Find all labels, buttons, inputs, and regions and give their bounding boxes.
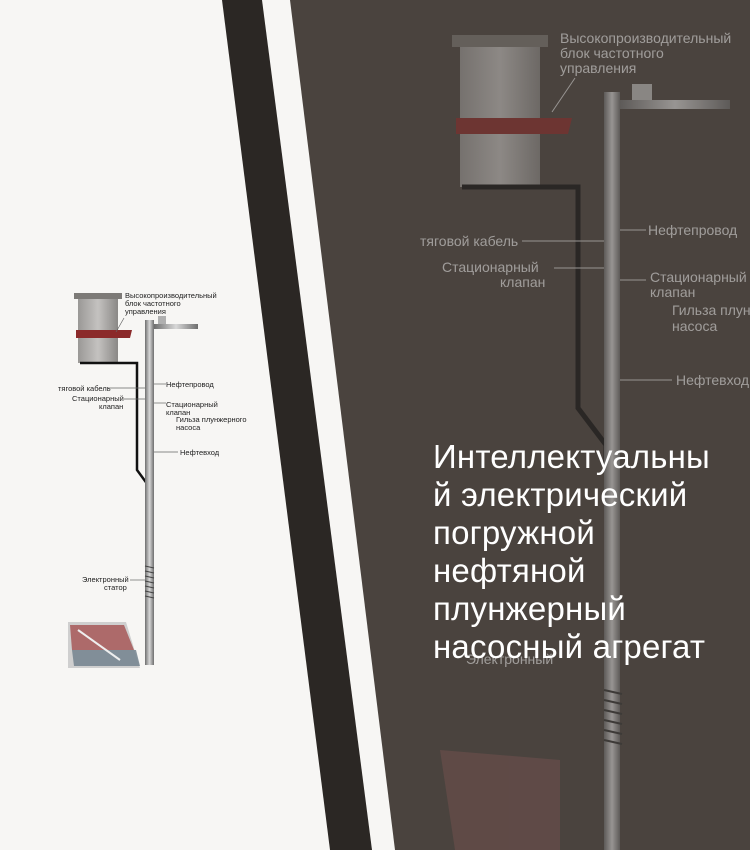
control-block-cap	[74, 293, 122, 299]
label-sleeve-2: насоса	[176, 423, 201, 432]
label-sleeve-1: Гильза плунжерного	[176, 415, 247, 424]
ghost-label-cable: тяговой кабель	[420, 233, 518, 249]
label-stator-2: статор	[104, 583, 127, 592]
ghost-label-control-1: Высокопроизводительный	[560, 30, 731, 46]
ghost-photo-inset	[440, 750, 560, 850]
diagonal-stripe	[222, 0, 372, 850]
label-valve-right-1: Стационарный	[166, 400, 218, 409]
label-valve-left-1: Стационарный	[72, 394, 124, 403]
headline: Интеллектуальны й электрический погружно…	[433, 438, 745, 666]
label-valve-left-2: клапан	[99, 402, 123, 411]
headline-line: й электрический	[433, 476, 688, 513]
small-diagram: Высокопроизводительный блок частотного у…	[58, 291, 247, 668]
ghost-label-stator-1: Электронный	[466, 651, 553, 667]
ghost-control-band	[456, 118, 572, 134]
ghost-label-sleeve-2: насоса	[672, 318, 717, 334]
ghost-leaders	[522, 77, 672, 381]
ghost-label-control-2: блок частотного	[560, 45, 664, 61]
ghost-diagram: Высокопроизводительный блок частотного у…	[420, 30, 750, 850]
ghost-label-valve-right-2: клапан	[650, 284, 695, 300]
headline-line: плунжерный	[433, 590, 627, 627]
headline-line: насосный агрегат	[433, 628, 706, 665]
tubing	[145, 320, 154, 665]
tee-pipe	[154, 324, 198, 329]
control-block-band	[76, 330, 132, 338]
ghost-control-block-cap	[452, 35, 548, 47]
ghost-label-inlet: Нефтевход	[676, 372, 749, 388]
ghost-control-block	[460, 47, 540, 187]
ghost-label-valve-left-2: клапан	[500, 274, 545, 290]
headline-line: погружной	[433, 514, 595, 551]
ghost-tee	[620, 100, 730, 109]
label-pipeline: Нефтепровод	[166, 380, 214, 389]
headline-line: Интеллектуальны	[433, 438, 710, 475]
leader-lines	[108, 317, 178, 581]
tee-cap	[158, 316, 166, 324]
dark-panel	[290, 0, 750, 850]
label-valve-right-2: клапан	[166, 408, 190, 417]
ghost-label-control-3: управления	[560, 60, 636, 76]
ghost-label-pipeline: Нефтепровод	[648, 222, 737, 238]
ghost-label-valve-left-1: Стационарный	[442, 259, 539, 275]
label-control-block-2: блок частотного	[125, 299, 181, 308]
label-cable: тяговой кабель	[58, 384, 111, 393]
label-control-block-3: управления	[125, 307, 166, 316]
ghost-tubing	[604, 92, 620, 850]
headline-line: нефтяной	[433, 552, 586, 589]
photo-inset	[68, 622, 140, 668]
ghost-label-sleeve-1: Гильза плунжерного	[672, 302, 750, 318]
label-control-block-1: Высокопроизводительный	[125, 291, 217, 300]
label-inlet: Нефтевход	[180, 448, 220, 457]
ghost-tee-cap	[632, 84, 652, 100]
ghost-stator	[603, 689, 623, 745]
label-stator-1: Электронный	[82, 575, 129, 584]
stator-coils	[144, 565, 155, 599]
ghost-label-valve-right-1: Стационарный	[650, 269, 747, 285]
